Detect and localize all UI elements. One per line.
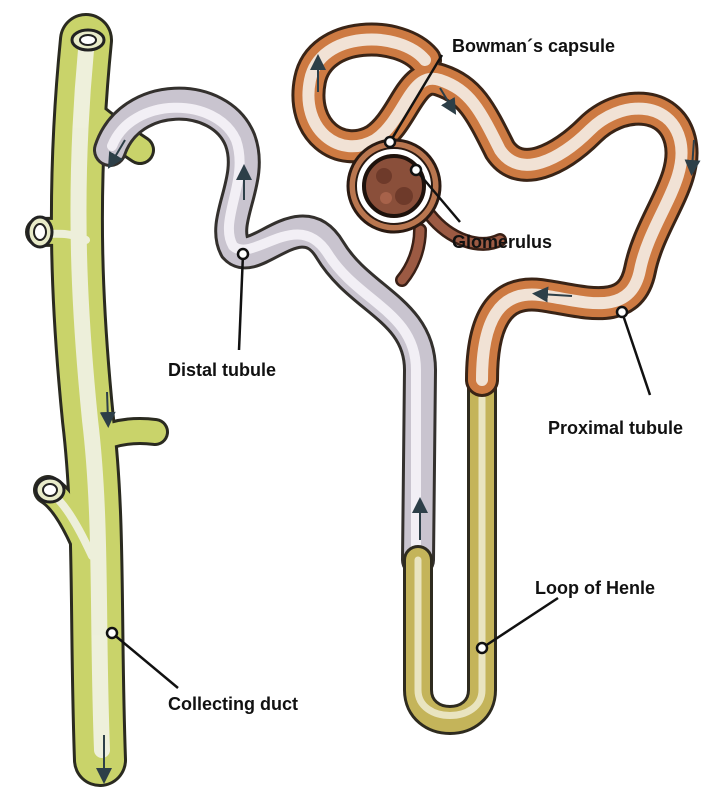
duct-opening-left [28, 217, 52, 247]
duct-opening-top [72, 30, 104, 50]
label-proximal-tubule: Proximal tubule [548, 418, 683, 438]
label-loop-of-henle: Loop of Henle [535, 578, 655, 598]
collecting-duct [28, 30, 155, 776]
arrow-icon [107, 392, 108, 420]
label-glomerulus: Glomerulus [452, 232, 552, 252]
label-bowmans-capsule: Bowman´s capsule [452, 36, 615, 56]
duct-opening-lower [36, 478, 64, 502]
label-collecting-duct: Collecting duct [168, 694, 298, 714]
bowmans-capsule [348, 140, 500, 280]
label-distal-tubule: Distal tubule [168, 360, 276, 380]
